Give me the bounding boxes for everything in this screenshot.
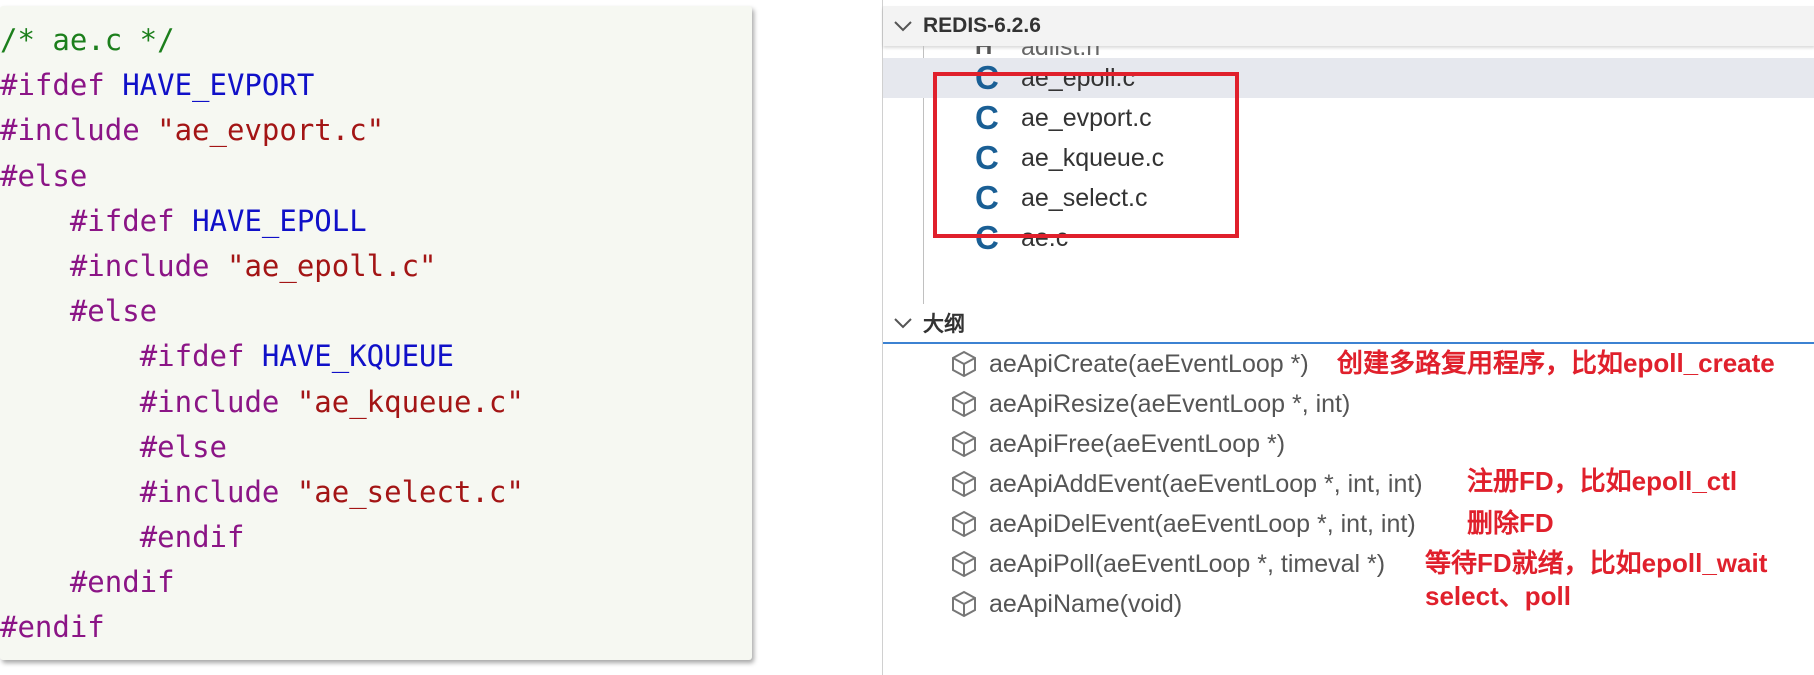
code-line: #endif (0, 560, 752, 605)
code-line: #ifdef HAVE_KQUEUE (0, 334, 752, 379)
outline-item-label: aeApiCreate(aeEventLoop *) (989, 349, 1309, 378)
method-cube-icon (949, 349, 979, 379)
chevron-down-icon[interactable] (883, 316, 923, 330)
method-cube-icon (949, 509, 979, 539)
outline-item[interactable]: aeApiFree(aeEventLoop *) (883, 424, 1814, 464)
code-line: #endif (0, 515, 752, 560)
code-token-dir: #ifdef (0, 68, 123, 103)
outline-item[interactable]: aeApiResize(aeEventLoop *, int) (883, 384, 1814, 424)
code-token-dir: #include (69, 248, 227, 283)
code-token-dir: #include (0, 113, 158, 148)
annotation-add-event: 注册FD，比如epoll_ctl (1467, 466, 1738, 496)
code-token-dir: #include (139, 474, 297, 509)
file-name: ae_evport.c (1021, 103, 1152, 132)
code-line: #include "ae_kqueue.c" (0, 380, 752, 425)
outline-item[interactable]: aeApiDelEvent(aeEventLoop *, int, int) (883, 504, 1814, 544)
code-line: #include "ae_select.c" (0, 470, 752, 515)
annotation-poll-2: select、poll (1425, 581, 1571, 611)
outline-section-header[interactable]: 大纲 (883, 304, 1814, 344)
code-token-dir: #endif (0, 610, 105, 645)
outline-item-label: aeApiAddEvent(aeEventLoop *, int, int) (989, 469, 1423, 498)
outline-item[interactable]: aeApiCreate(aeEventLoop *) (883, 344, 1814, 384)
file-name: adlist.h (1021, 46, 1101, 61)
code-line: #include "ae_epoll.c" (0, 244, 752, 289)
file-name: ae_select.c (1021, 183, 1148, 212)
annotation-del-event: 删除FD (1467, 508, 1554, 538)
code-line: #ifdef HAVE_EVPORT (0, 63, 752, 108)
code-token-dir: #else (0, 158, 88, 193)
outline-item[interactable]: aeApiName(void) (883, 584, 1814, 624)
method-cube-icon (949, 469, 979, 499)
method-cube-icon (949, 429, 979, 459)
code-line: #else (0, 154, 752, 199)
code-indent (0, 294, 70, 328)
c-file-icon: C (975, 139, 999, 176)
outline-item-label: aeApiResize(aeEventLoop *, int) (989, 389, 1351, 418)
code-indent (0, 339, 140, 373)
code-indent (0, 249, 70, 283)
code-snippet-panel: /* ae.c */#ifdef HAVE_EVPORT#include "ae… (0, 6, 752, 660)
file-name: ae_epoll.c (1021, 63, 1135, 92)
outline-item-label: aeApiName(void) (989, 589, 1183, 618)
repo-title: REDIS-6.2.6 (923, 14, 1041, 37)
outline-item[interactable]: aeApiPoll(aeEventLoop *, timeval *) (883, 544, 1814, 584)
method-cube-icon (949, 589, 979, 619)
code-token-macro: HAVE_KQUEUE (261, 339, 454, 374)
c-file-icon: C (975, 219, 999, 256)
h-file-icon: H (975, 46, 993, 60)
code-line: /* ae.c */ (0, 18, 752, 63)
code-token-dir: #else (69, 294, 158, 329)
file-name: ae_kqueue.c (1021, 143, 1165, 172)
code-indent (0, 520, 140, 554)
code-indent (0, 475, 140, 509)
code-token-dir: #ifdef (139, 339, 262, 374)
code-line: #ifdef HAVE_EPOLL (0, 199, 752, 244)
code-indent (0, 385, 140, 419)
code-token-dir: #ifdef (69, 203, 193, 238)
code-token-dir: #endif (69, 565, 175, 600)
code-token-macro: HAVE_EPOLL (192, 203, 367, 238)
code-indent (0, 565, 70, 599)
outline-item-label: aeApiDelEvent(aeEventLoop *, int, int) (989, 509, 1416, 538)
code-line: #else (0, 289, 752, 334)
code-token-dir: #endif (139, 520, 245, 555)
annotation-poll-1: 等待FD就绪，比如epoll_wait (1425, 548, 1768, 578)
code-line: #endif (0, 605, 752, 650)
code-token-str: "ae_epoll.c" (226, 248, 437, 283)
outline-list: aeApiCreate(aeEventLoop *) aeApiResize(ae… (883, 344, 1814, 675)
method-cube-icon (949, 549, 979, 579)
outline-item-label: aeApiFree(aeEventLoop *) (989, 429, 1286, 458)
code-line: #else (0, 425, 752, 470)
code-token-dir: #else (139, 429, 227, 464)
c-file-icon: C (975, 179, 999, 216)
repo-section-header[interactable]: REDIS-6.2.6 (883, 6, 1814, 46)
c-file-icon: C (975, 59, 999, 96)
code-token-str: "ae_kqueue.c" (296, 384, 524, 419)
file-item-adlist-h[interactable]: H adlist.h (883, 46, 1814, 70)
outline-title: 大纲 (923, 313, 965, 336)
code-token-dir: #include (139, 384, 297, 419)
method-cube-icon (949, 389, 979, 419)
code-token-macro: HAVE_EVPORT (122, 68, 315, 103)
code-token-comment: /* ae.c */ (0, 23, 175, 57)
c-file-icon: C (975, 99, 999, 136)
outline-item-label: aeApiPoll(aeEventLoop *, timeval *) (989, 549, 1386, 578)
outline-item[interactable]: aeApiAddEvent(aeEventLoop *, int, int) (883, 464, 1814, 504)
chevron-down-icon[interactable] (883, 19, 923, 33)
code-token-str: "ae_select.c" (296, 474, 524, 509)
tree-indent-guide (923, 46, 924, 304)
code-line: #include "ae_evport.c" (0, 108, 752, 153)
code-indent (0, 204, 70, 238)
annotation-create: 创建多路复用程序，比如epoll_create (1337, 348, 1775, 378)
code-indent (0, 430, 140, 464)
code-token-str: "ae_evport.c" (157, 113, 385, 148)
file-name: ae.c (1021, 223, 1069, 252)
